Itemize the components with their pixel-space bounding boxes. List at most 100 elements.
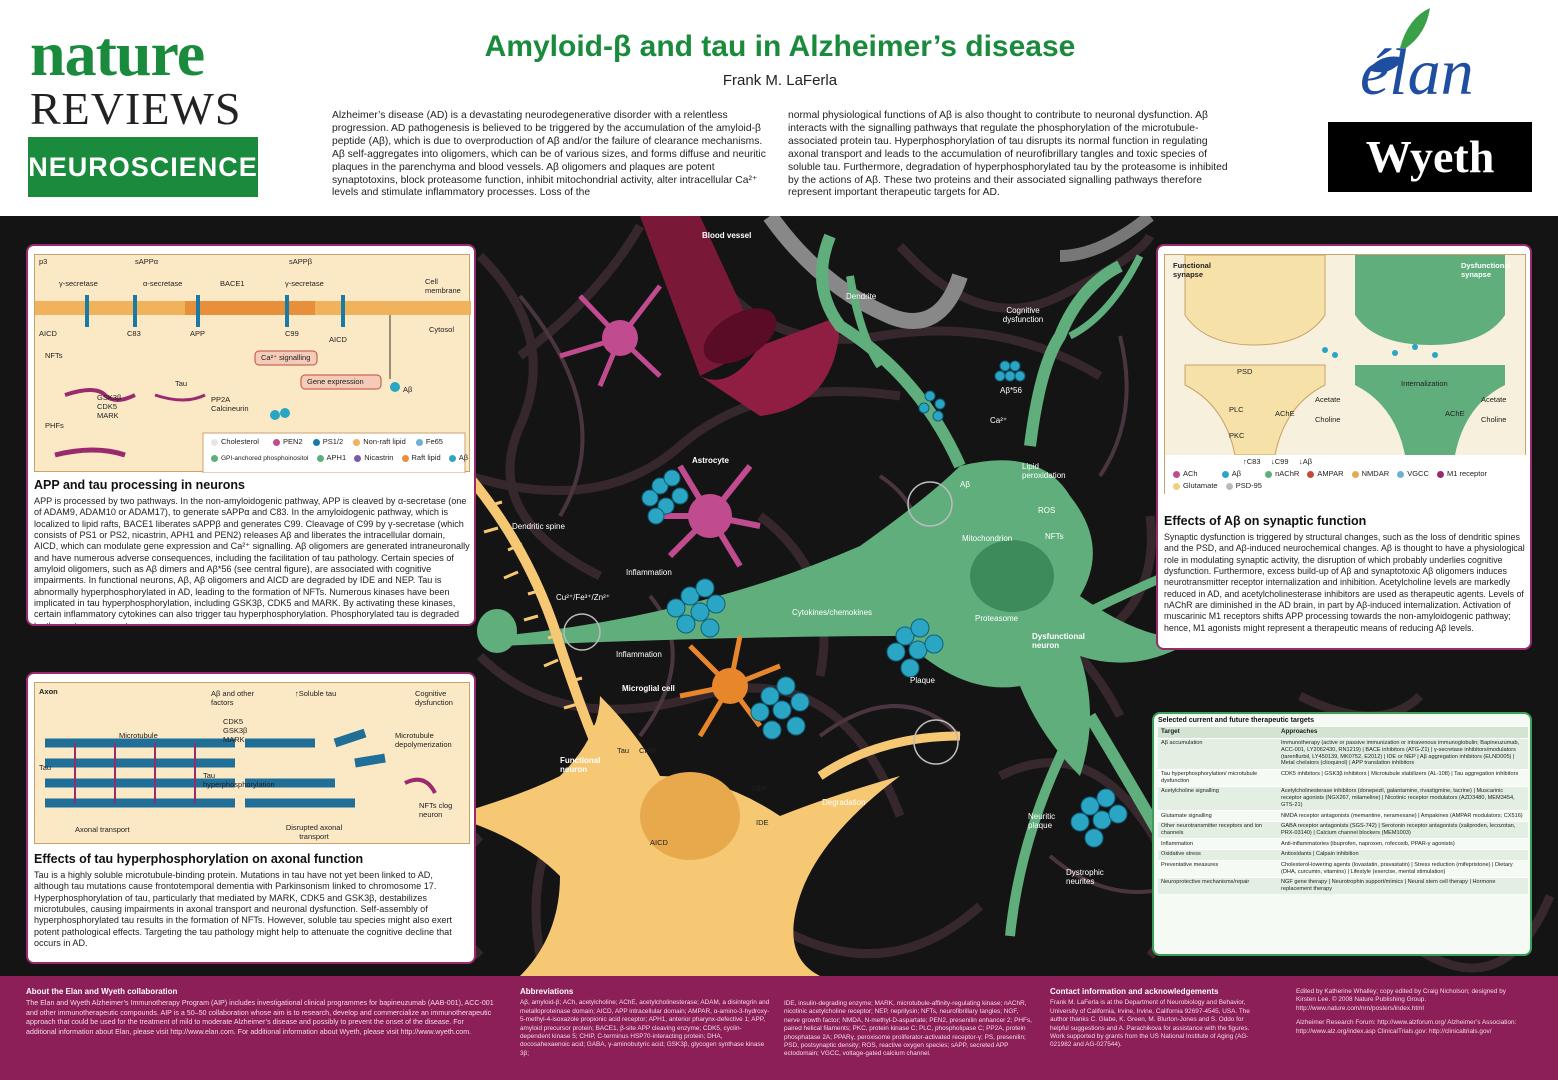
label-chip: CHIP (639, 746, 657, 755)
app-label-tau: Tau (175, 379, 188, 388)
legend-swatch-raft (401, 454, 409, 462)
legend-swatch-syn-abeta (1221, 470, 1229, 478)
legend-swatch-cholesterol (211, 438, 218, 446)
tau-label-microtubule: Microtubule (119, 731, 158, 740)
app-label-app: APP (190, 329, 206, 338)
app-label-nfts: NFTs (45, 351, 63, 360)
label-blood-vessel: Blood vessel (702, 231, 751, 240)
targets-cell-target: Inflammation (1158, 838, 1278, 850)
tau-label-kinases: CDK5 GSK3β MARK (223, 717, 248, 744)
syn-label-dysfunctional: Dysfunctional synapse (1461, 261, 1511, 279)
legend-swatch-nmdar (1351, 470, 1359, 478)
label-ide: IDE (756, 818, 769, 827)
label-tau-scene: Tau (617, 746, 630, 755)
tau-label-axonal-transport: Axonal transport (75, 825, 130, 834)
app-label-kinases: GSK3β CDK5 MARK (97, 393, 122, 420)
tau-axon-figure: Axon Aβ and other factors CDK5 GSK3β MAR… (34, 682, 470, 844)
zoom-circles (563, 481, 959, 765)
label-nep: NEP (752, 784, 768, 793)
intro-text-col1: Alzheimer’s disease (AD) is a devastatin… (332, 110, 766, 199)
footer-abbr-text-2: IDE, insulin-degrading enzyme; MARK, mic… (784, 1000, 1032, 1058)
label-functional-neuron: Functional neuron (560, 756, 601, 774)
targets-cell-approaches: CDK5 inhibitors | GSK3β inhibitors | Mic… (1278, 768, 1528, 787)
legend-nmdar: NMDAR (1361, 469, 1390, 478)
central-figure: Blood vessel (0, 216, 1558, 976)
targets-cell-target: Preventative measures (1158, 859, 1278, 878)
footer-credits-text: Edited by Katherine Whalley; copy edited… (1296, 988, 1506, 1012)
legend-cholesterol: Cholesterol (221, 437, 259, 446)
legend-fe65: Fe65 (425, 437, 443, 446)
label-cytokines: Cytokines/chemokines (792, 608, 873, 617)
legend-ps12: PS1/2 (322, 437, 344, 446)
syn-label-internalization: Internalization (1401, 379, 1448, 388)
legend-swatch-psd95 (1225, 482, 1233, 490)
legend-swatch-pen2 (273, 438, 281, 446)
footer-abbr-text-1: Aβ, amyloid-β; ACh, acetylcholine; AChE,… (520, 999, 770, 1057)
targets-title: Selected current and future therapeutic … (1158, 717, 1314, 724)
syn-label-ache1: AChE (1275, 409, 1295, 418)
pericyte-cell (559, 284, 662, 387)
legend-swatch-nachr (1265, 470, 1273, 478)
legend-vgcc: VGCC (1407, 469, 1429, 478)
label-nfts-scene: NFTs (1045, 532, 1064, 541)
app-label-cell-membrane: Cell membrane (425, 277, 461, 295)
abeta-plaques (641, 360, 1128, 848)
syn-label-psd: PSD (1237, 367, 1253, 376)
panel-tau-axonal: Axon Aβ and other factors CDK5 GSK3β MAR… (26, 672, 476, 964)
label-ca: Ca²⁺ (990, 416, 1008, 425)
targets-cell-approaches: Cholesterol-lowering agents (lovastatin,… (1278, 859, 1528, 878)
legend-nonraft: Non-raft lipid (363, 437, 406, 446)
footer-contact-title: Contact information and acknowledgements (1050, 987, 1219, 996)
panel-synapse-text: Synaptic dysfunction is triggered by str… (1164, 532, 1525, 633)
microglial-cell (679, 635, 781, 738)
targets-row: Other neurotransmitter receptors and ion… (1158, 820, 1528, 839)
panel-app-text: APP is processed by two pathways. In the… (34, 496, 470, 626)
targets-cell-approaches: GABA receptor antagonists (SGS-742) | Se… (1278, 820, 1528, 839)
legend-nicastrin: Nicastrin (364, 453, 394, 462)
label-proteasome: Proteasome (975, 614, 1019, 623)
syn-label-pkc: PKC (1229, 431, 1245, 440)
legend-pen2: PEN2 (283, 437, 303, 446)
elan-leaf-icon: élan (1360, 8, 1474, 109)
tau-label-nfts-clog: NFTs clog neuron (419, 801, 453, 819)
logo-wyeth: Wyeth (1328, 122, 1532, 192)
footer-abbr-1: Abbreviations Aβ, amyloid-β; ACh, acetyl… (520, 987, 770, 1058)
targets-cell-approaches: Immunotherapy (active or passive immuniz… (1278, 737, 1528, 770)
app-label-gamma1: γ-secretase (59, 279, 98, 288)
label-inflammation-1: Inflammation (626, 568, 672, 577)
legend-swatch-m1 (1436, 470, 1444, 478)
label-dendrite: Dendrite (846, 292, 877, 301)
app-label-sappa: sAPPα (135, 257, 159, 266)
app-label-ca-signalling: Ca²⁺ signalling (261, 353, 311, 362)
footer-abbr-title: Abbreviations (520, 987, 574, 996)
label-dystrophic-neurites: Dystrophic neurites (1066, 868, 1104, 886)
elan-wordmark: élan (1360, 36, 1474, 108)
syn-legend-row2: Glutamate PSD-95 (1173, 481, 1262, 490)
app-label-gene-expression: Gene expression (307, 377, 364, 386)
app-label-abeta: Aβ (403, 385, 413, 394)
app-processing-figure: p3 sAPPα sAPPβ γ-secretase α-secretase B… (34, 254, 471, 473)
targets-row: Tau hyperphosphorylation/ microtubule dy… (1158, 768, 1528, 787)
label-neuritic-plaque: Neuritic plaque (1028, 812, 1056, 830)
panel-synaptic-function: Functional synapse Dysfunctional synapse… (1156, 244, 1532, 650)
logo-nature: nature (30, 18, 205, 89)
app-label-p3: p3 (39, 257, 48, 266)
label-astrocyte: Astrocyte (692, 456, 729, 465)
legend-swatch-vgcc (1397, 470, 1405, 478)
syn-label-c83: ↑C83 (1243, 457, 1261, 466)
legend-swatch-nicastrin (354, 454, 362, 462)
label-inflammation-2: Inflammation (616, 650, 662, 659)
label-lipid-peroxidation: Lipid peroxidation (1022, 462, 1066, 480)
panel-app-title: APP and tau processing in neurons (34, 478, 245, 492)
tau-label-cognitive: Cognitive dysfunction (415, 689, 453, 707)
blood-vessel (640, 216, 840, 416)
legend-gpi: GPI-anchored phosphoinositol (221, 455, 309, 462)
app-legend: Cholesterol PEN2 PS1/2 Non-raft lipid Fe… (211, 437, 443, 446)
targets-cell-approaches: Antioxidants | Calpain inhibition (1278, 848, 1528, 861)
targets-cell-target: Oxidative stress (1158, 848, 1278, 861)
syn-legend: ACh Aβ nAChR AMPAR NMDAR VGCC M1 recepto… (1173, 469, 1487, 478)
